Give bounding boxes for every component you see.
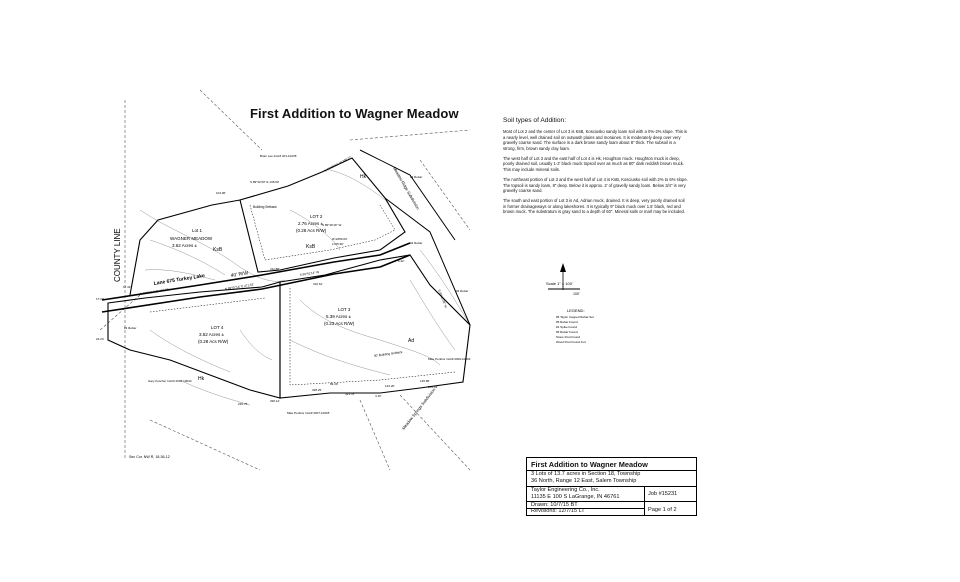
title-block-revisions: Revisions: 12/7/15 LT bbox=[531, 508, 585, 514]
lot4-area: 3.52 Acres ± bbox=[199, 332, 225, 337]
measure-label: 310.61' bbox=[313, 282, 323, 286]
soil-paragraph: The south and east portion of Lot 3 is A… bbox=[503, 198, 686, 215]
measure-label: 89.39' bbox=[330, 382, 339, 386]
lot1-name: Lot 1 bbox=[192, 228, 203, 233]
title-block-desc2: 36 North, Range 12 East, Salem Township bbox=[531, 478, 637, 484]
measure-label: 235.75' bbox=[238, 402, 248, 406]
setback-label: Building Setback bbox=[253, 205, 277, 209]
soil-paragraph: The west half of Lot 3 and the east half… bbox=[503, 156, 685, 172]
measure-label: 105.43' bbox=[428, 385, 438, 389]
bearing-label: S 00°43'38" W bbox=[437, 289, 448, 309]
setbacks bbox=[149, 204, 456, 386]
measure-label: 328.25' bbox=[312, 388, 322, 392]
measure-label: 104.96' bbox=[216, 191, 226, 195]
topo-contours bbox=[139, 169, 471, 406]
lot4-row: (0.28 Acs R/W) bbox=[198, 339, 229, 344]
rebar-label: #4 Rebar bbox=[410, 241, 422, 245]
divider bbox=[527, 501, 696, 502]
legend-item: #5 Rebar Found bbox=[556, 320, 578, 324]
north-arrow bbox=[560, 263, 566, 290]
road bbox=[101, 242, 411, 313]
legend-item: Wood Post Found 4x4 bbox=[556, 340, 586, 344]
soil-code-1: KsB bbox=[213, 247, 223, 253]
county-line-label: COUNTY LINE bbox=[113, 228, 122, 282]
lot2-row: (0.28 Acs R/W) bbox=[296, 228, 327, 233]
title-block-page: Page 1 of 2 bbox=[648, 507, 677, 513]
legend-title: LEGEND: bbox=[567, 308, 585, 313]
divider bbox=[527, 470, 696, 471]
bearing-label: S 89°49'16" W bbox=[322, 223, 342, 227]
legend-item: #4 Spike Found bbox=[556, 325, 577, 329]
soil-code-2: Hk bbox=[360, 174, 367, 180]
lot3-area: 5.39 Acres ± bbox=[326, 314, 352, 319]
scale-label: Scale 1" = 100' bbox=[546, 281, 573, 286]
legend-item: #5 Rebar Found bbox=[556, 330, 578, 334]
rebar-label: #4 Rebar bbox=[456, 289, 468, 293]
context-lines bbox=[99, 89, 471, 471]
lot1-owner: WAGNER MEADOW bbox=[170, 236, 213, 241]
lot2-name: LOT 2 bbox=[310, 214, 323, 219]
scale-value: 100' bbox=[573, 292, 580, 296]
measure-label: 125.86' bbox=[420, 379, 430, 383]
bearing-label: N 89°57'14" E 471.33' bbox=[225, 282, 255, 291]
measure-label: 6.42' bbox=[398, 259, 405, 263]
title-block-job: Job #15231 bbox=[648, 491, 678, 497]
soil-code-3: KsB bbox=[306, 244, 316, 250]
lot-boundaries bbox=[107, 157, 471, 399]
title-block-title: First Addition to Wagner Meadow bbox=[531, 460, 648, 469]
title-block-desc1: 3 Lots of 13.7 acres in Section 18, Town… bbox=[531, 471, 641, 477]
curve-label-r: R=2050.00' bbox=[332, 237, 348, 241]
bearing-label: N 02°20'34" W 398.27' bbox=[324, 155, 353, 173]
soil-code-4: Ad bbox=[408, 338, 414, 344]
lot3-row: (0.23 Acs R/W) bbox=[324, 321, 355, 326]
measure-label: 211.88' bbox=[270, 267, 280, 271]
owner-note-1: Brian Lee Instr# 201-10238 bbox=[260, 154, 297, 158]
bearing-label: N 89°51'14" E 473.76' bbox=[140, 287, 170, 296]
east-strip bbox=[359, 149, 471, 326]
soil-notes: Soil types of Addition: Most of Lot 2 an… bbox=[503, 117, 688, 220]
plat-title: First Addition to Wagner Meadow bbox=[250, 106, 459, 121]
bearing-label: S 89°32'30" E 138.00' bbox=[250, 180, 280, 184]
measure-label: 122.20' bbox=[385, 384, 395, 388]
owner-note-4: Mike Perkins Instr# 2007-10095 bbox=[287, 411, 330, 415]
owner-note-3: Gary Koscher Instr# 2004-10034 bbox=[148, 379, 192, 383]
soil-paragraph: The northeast portion of Lot 3 and the w… bbox=[503, 177, 688, 194]
measure-label: 336.14' bbox=[270, 399, 280, 403]
soil-paragraph: Most of Lot 2 and the center of Lot 3 is… bbox=[503, 129, 688, 151]
measure-label: 24.24' bbox=[96, 337, 105, 341]
lot1-area: 3.62 Acres ± bbox=[172, 243, 198, 248]
legend: #5 Taylor Capped Rebar Set #5 Rebar Foun… bbox=[556, 315, 594, 344]
setback-label-2: 30' Building Setback bbox=[374, 350, 403, 358]
soil-code-5: Hk bbox=[198, 376, 205, 382]
measure-label: 323.78' bbox=[345, 392, 355, 396]
lot2-area: 2.76 Acres ± bbox=[298, 221, 324, 226]
row-label: 40' R/W bbox=[230, 270, 249, 279]
soil-heading: Soil types of Addition: bbox=[503, 117, 567, 124]
section-corner-note: Sec Cor. NW R, 18-36-12 bbox=[129, 455, 170, 459]
measure-label: 17.00' bbox=[96, 297, 105, 301]
legend-item: Stone Post Found bbox=[556, 335, 580, 339]
title-block-company: Taylor Engineering Co., Inc. bbox=[531, 487, 600, 493]
lot4-name: LOT 4 bbox=[211, 325, 224, 330]
lot3-name: LOT 3 bbox=[338, 307, 351, 312]
rebar-label: #4 Rebar bbox=[124, 326, 136, 330]
title-block: First Addition to Wagner Meadow 3 Lots o… bbox=[526, 457, 697, 516]
divider bbox=[527, 486, 696, 487]
measure-label: 17.41' bbox=[123, 285, 132, 289]
rebar-labels: #4 Rebar #4 Rebar #4 Rebar #4 Rebar bbox=[124, 175, 468, 330]
bearing-label: S 89°51'14" W bbox=[300, 270, 320, 277]
measure-label: 4.16' bbox=[375, 394, 382, 398]
title-block-drawn: Drawn: 10/7/15 BT bbox=[531, 502, 578, 508]
neighbor-label-2: Meadow Springs Subdivision bbox=[401, 387, 437, 431]
measurement-labels: 17.00' 24.24' 17.41' 89.39' 211.88' 310.… bbox=[96, 191, 438, 406]
divider bbox=[644, 486, 645, 515]
owner-note-2: Mike Perkins Instr# 2009-10004 bbox=[428, 357, 471, 361]
curve-label-l: L=65.90' bbox=[332, 242, 344, 246]
title-block-address: 11135 E 100 S LaGrange, IN 46761 bbox=[531, 494, 620, 500]
divider bbox=[527, 508, 644, 509]
rebar-label: #4 Rebar bbox=[410, 175, 422, 179]
legend-item: #5 Taylor Capped Rebar Set bbox=[556, 315, 594, 319]
